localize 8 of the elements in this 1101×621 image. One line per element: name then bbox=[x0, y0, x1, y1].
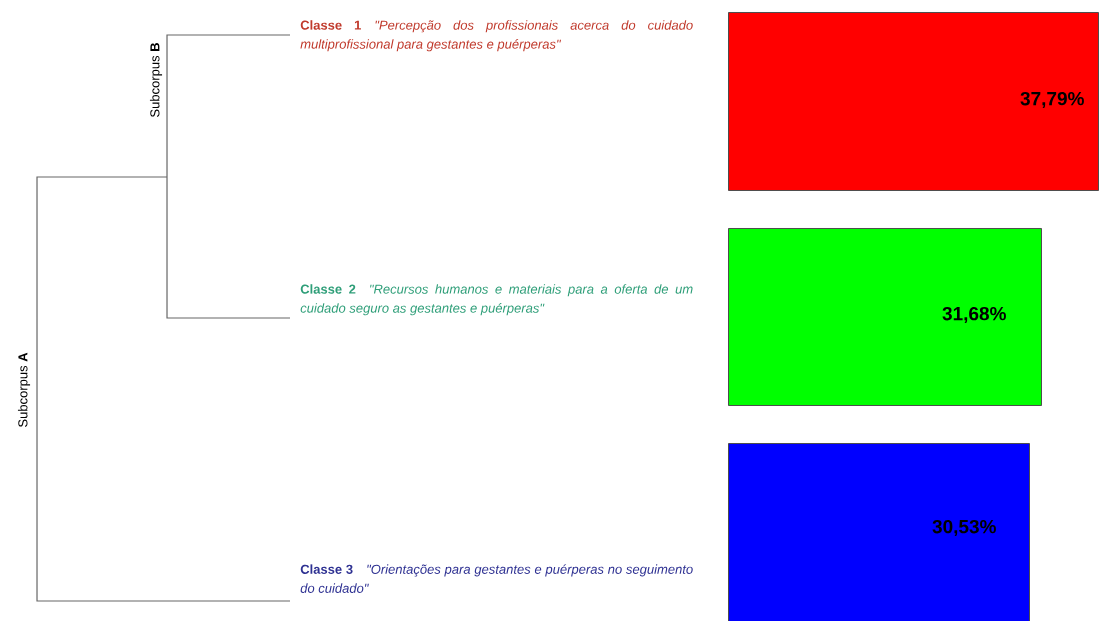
class-description: Classe 2 "Recursos humanos e materiais para a oferta de um cuidado seguro as gestantes e puérperas" bbox=[300, 284, 693, 316]
class-description: Classe 3 "Orientações para gestantes e puérperas no seguimento do cuidado" bbox=[300, 564, 693, 593]
subcorpus-label: Subcorpus B bbox=[148, 41, 164, 119]
subcorpus-label: Subcorpus A bbox=[16, 351, 32, 429]
percentage-bar: 31,68% bbox=[728, 228, 1042, 406]
percentage-bar: 37,79% bbox=[728, 12, 1099, 191]
class-description: Classe 1 "Percepção dos profissionais acerca do cuidado multiprofissional para gestantes e puérperas" bbox=[300, 20, 693, 52]
percentage-bar: 30,53% bbox=[728, 443, 1030, 621]
